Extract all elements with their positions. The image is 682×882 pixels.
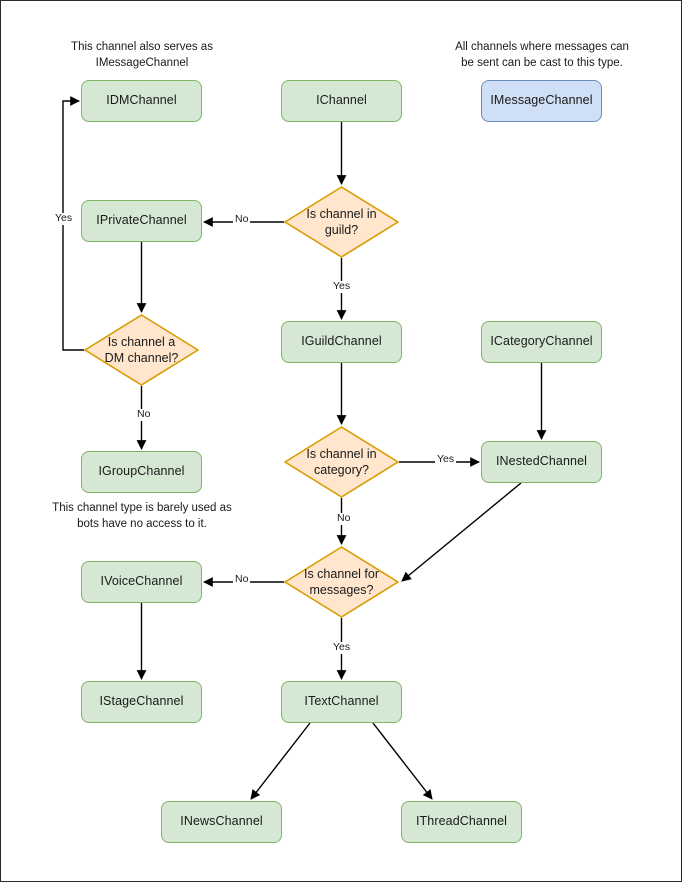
edge-label-guild-no: No	[233, 213, 251, 226]
node-igroupchannel[interactable]: IGroupChannel	[81, 451, 202, 493]
decision-is-channel-for-messages[interactable]: Is channel for messages?	[284, 546, 399, 618]
node-iprivatechannel[interactable]: IPrivateChannel	[81, 200, 202, 242]
decision-label: Is channel for messages?	[303, 566, 380, 597]
node-inewschannel[interactable]: INewsChannel	[161, 801, 282, 843]
node-inestedchannel[interactable]: INestedChannel	[481, 441, 602, 483]
edge-label-dm-no: No	[135, 408, 153, 421]
node-ivoicechannel[interactable]: IVoiceChannel	[81, 561, 202, 603]
edge-label-messages-no: No	[233, 573, 251, 586]
edge-itextchannel-to-inewschannel	[250, 722, 311, 800]
edge-label-dm-yes: Yes	[53, 212, 75, 225]
decision-label: Is channel a DM channel?	[104, 334, 179, 365]
edge-itextchannel-to-ithreadchannel	[372, 722, 433, 800]
node-iguildchannel[interactable]: IGuildChannel	[281, 321, 402, 363]
node-itextchannel[interactable]: ITextChannel	[281, 681, 402, 723]
node-icategorychannel[interactable]: ICategoryChannel	[481, 321, 602, 363]
edge-label-messages-yes: Yes	[331, 641, 353, 654]
decision-is-channel-a-dm-channel[interactable]: Is channel a DM channel?	[84, 314, 199, 386]
decision-label: Is channel in category?	[306, 446, 377, 477]
node-ithreadchannel[interactable]: IThreadChannel	[401, 801, 522, 843]
node-ichannel[interactable]: IChannel	[281, 80, 402, 122]
note-igroupchannel: This channel type is barely used as bots…	[52, 502, 232, 531]
edge-label-guild-yes: Yes	[331, 280, 353, 293]
node-imessagechannel[interactable]: IMessageChannel	[481, 80, 602, 122]
edge-label-category-yes: Yes	[435, 453, 457, 466]
node-idmchannel[interactable]: IDMChannel	[81, 80, 202, 122]
note-idmchannel: This channel also serves as IMessageChan…	[71, 41, 213, 70]
note-imessagechannel: All channels where messages can be sent …	[455, 41, 629, 70]
edge-inestedchannel-to-messages-decision	[401, 482, 522, 582]
diamond-shape-icon	[284, 546, 399, 618]
decision-is-channel-in-category[interactable]: Is channel in category?	[284, 426, 399, 498]
diamond-shape-icon	[284, 186, 399, 258]
diamond-shape-icon	[84, 314, 199, 386]
edge-label-category-no: No	[335, 512, 353, 525]
diamond-shape-icon	[284, 426, 399, 498]
decision-is-channel-in-guild[interactable]: Is channel in guild?	[284, 186, 399, 258]
decision-label: Is channel in guild?	[306, 206, 377, 237]
node-istagechannel[interactable]: IStageChannel	[81, 681, 202, 723]
